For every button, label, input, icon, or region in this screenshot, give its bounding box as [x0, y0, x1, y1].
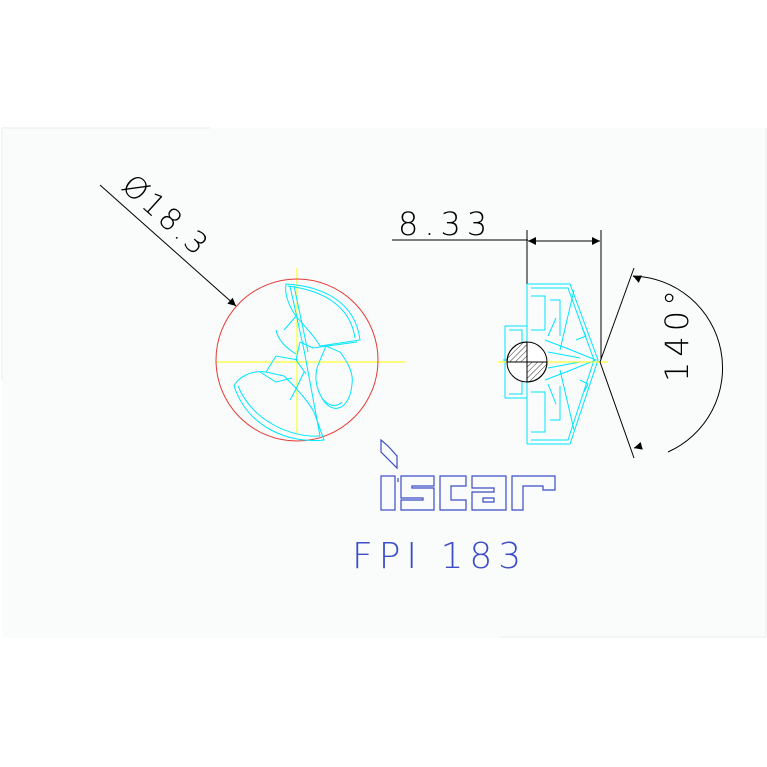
insert-side-outline [503, 283, 599, 445]
part-number: FPI 183 [352, 536, 527, 577]
diameter-leader-line [99, 184, 237, 307]
angle-arrow-bottom [633, 441, 643, 450]
center-hole-section [506, 341, 548, 383]
iscar-logo: iscar [380, 438, 556, 511]
angle-arrow-top [632, 275, 642, 283]
angle-extension-line-top [599, 267, 635, 363]
width-dimension-label: 8.33 [398, 205, 493, 243]
flute-lobes [233, 283, 361, 442]
angle-dimension-label: 140° [658, 285, 696, 382]
side-view: 8.33 [392, 205, 724, 459]
angle-dimension-arc [632, 275, 724, 453]
diameter-circle [215, 278, 379, 442]
drawing-sheet [1, 127, 767, 638]
angle-extension-line-bottom [599, 361, 635, 459]
